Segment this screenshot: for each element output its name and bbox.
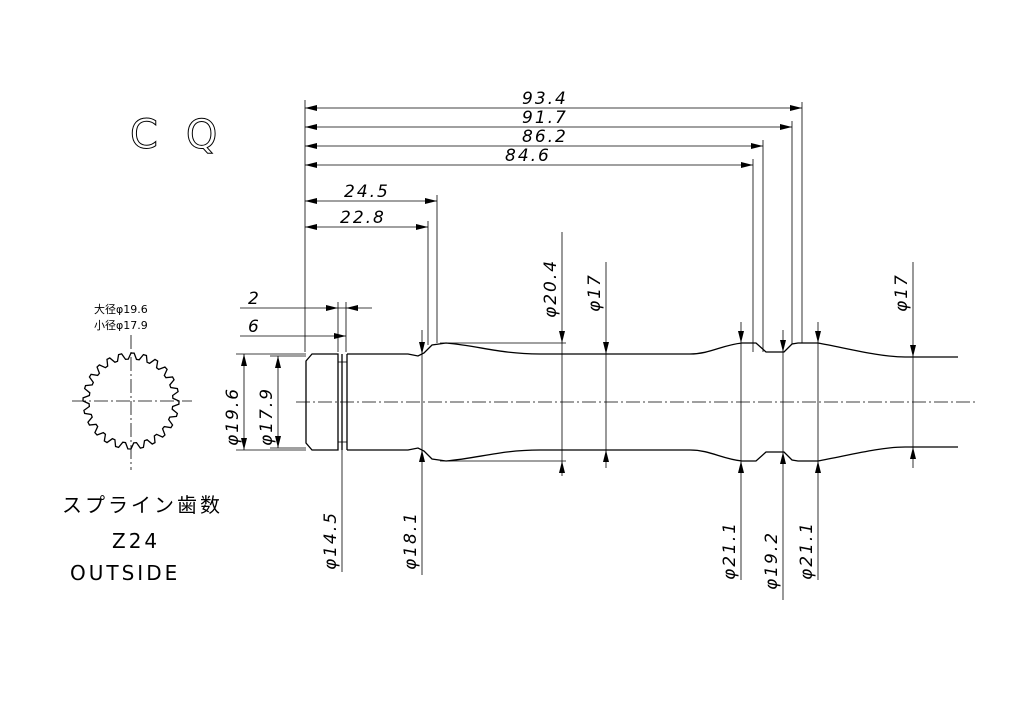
arrow-93-4-right [790, 105, 802, 111]
diameter-dimensions: φ19.6 φ17.9 φ14.5 φ18.1 φ20.4 φ17 φ21.1 [223, 232, 916, 600]
spline-minor-label: 小径φ17.9 [94, 319, 148, 332]
dim-91-7: 91.7 [522, 108, 568, 128]
dim-24-5: 24.5 [344, 182, 390, 202]
dim-17-a: φ17 [585, 273, 605, 312]
arrow-17-9-top [275, 356, 281, 368]
arrow-18-1-bottom [419, 450, 425, 462]
arrow-2-right [346, 305, 358, 311]
arrow-21-1-b-bottom [815, 461, 821, 473]
dim-17-b: φ17 [892, 273, 912, 312]
spline-section [72, 335, 192, 470]
arrow-19-6-top [241, 354, 247, 366]
shaft-bottom-profile [347, 446, 958, 462]
arrow-17-b-bottom [910, 447, 916, 459]
dim-19-6: φ19.6 [223, 387, 243, 446]
arrow-17-a-top [603, 342, 609, 354]
arrow-21-1-b-top [815, 331, 821, 343]
dim-21-1-b: φ21.1 [797, 521, 817, 580]
dim-14-5: φ14.5 [321, 511, 341, 570]
dim-93-4: 93.4 [522, 89, 568, 109]
spline-major-label: 大径φ19.6 [94, 302, 148, 316]
length-dimensions: 93.4 91.7 86.2 84.6 24.5 22.8 [240, 89, 803, 352]
arrow-93-4-left [305, 105, 317, 111]
shaft-top-profile [347, 342, 958, 358]
arrow-86-2-left [305, 143, 317, 149]
arrow-21-1-a-bottom [738, 461, 744, 473]
arrow-17-b-top [910, 345, 916, 357]
arrow-22-8-left [305, 224, 317, 230]
arrow-20-4-top [559, 331, 565, 343]
spline-type: OUTSIDE [70, 561, 180, 585]
dim-86-2: 86.2 [522, 127, 568, 147]
arrow-19-2-bottom [780, 452, 786, 464]
arrow-19-2-top [780, 340, 786, 352]
arrow-18-1-top [419, 342, 425, 354]
dim-6: 6 [248, 317, 261, 337]
spline-teeth-count: Z24 [112, 529, 160, 553]
arrow-24-5-left [305, 198, 317, 204]
dim-22-8: 22.8 [340, 208, 386, 228]
arrow-6-right [334, 333, 346, 339]
arrow-17-a-bottom [603, 450, 609, 462]
dim-17-9: φ17.9 [257, 387, 277, 446]
arrow-84-6-right [741, 162, 753, 168]
dim-2: 2 [248, 289, 261, 309]
arrow-91-7-left [305, 124, 317, 130]
dim-18-1: φ18.1 [401, 511, 421, 570]
arrow-86-2-right [751, 143, 763, 149]
drawing-title: CQ [130, 112, 245, 158]
arrow-17-9-bottom [275, 436, 281, 448]
spline-outline [82, 352, 180, 450]
arrow-2-left [326, 305, 338, 311]
dim-19-2: φ19.2 [762, 531, 782, 590]
dim-20-4: φ20.4 [541, 259, 561, 318]
arrow-20-4-bottom [559, 461, 565, 473]
arrow-21-1-a-top [738, 331, 744, 343]
spline-teeth-label: スプライン歯数 [62, 493, 223, 517]
arrow-22-8-right [416, 224, 428, 230]
dim-21-1-a: φ21.1 [720, 521, 740, 580]
shaft-spline-end [305, 353, 339, 451]
arrow-24-5-right [425, 198, 437, 204]
arrow-19-6-bottom [241, 438, 247, 450]
arrow-91-7-right [780, 124, 792, 130]
arrow-84-6-left [305, 162, 317, 168]
dim-84-6: 84.6 [505, 146, 551, 166]
shaft-outline [305, 342, 958, 462]
